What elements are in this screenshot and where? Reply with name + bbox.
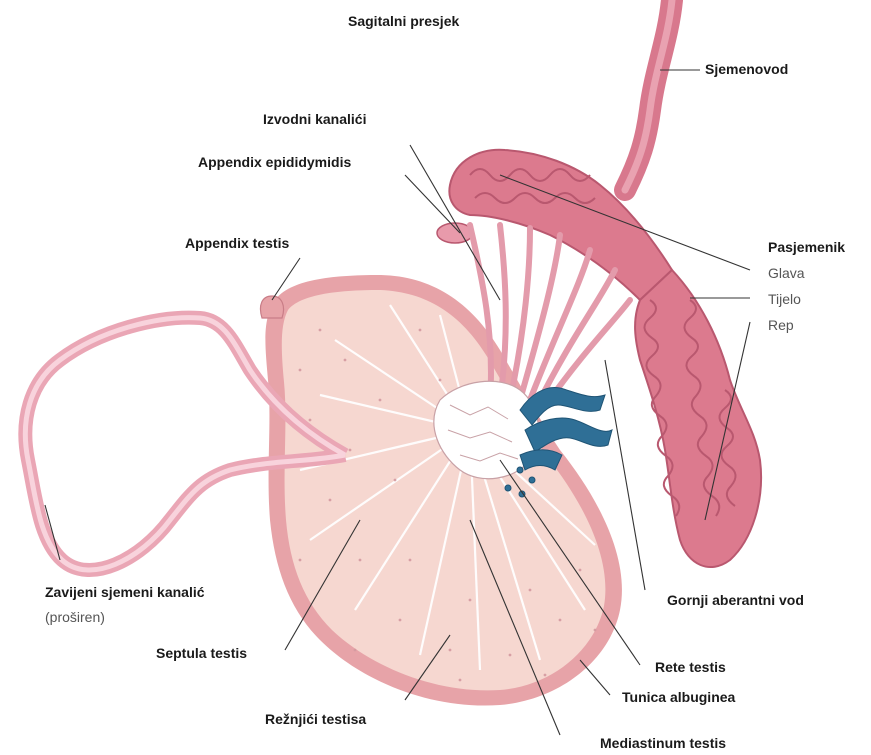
label-glava: Glava: [768, 266, 805, 280]
label-appendix-epididymidis: Appendix epididymidis: [198, 155, 351, 169]
label-sjemenovod: Sjemenovod: [705, 62, 788, 76]
testis: [260, 275, 621, 706]
label-reznjici-testisa: Režnjići testisa: [265, 712, 366, 726]
label-izvodni-kanalici: Izvodni kanalići: [263, 112, 366, 126]
diagram-title: Sagitalni presjek: [348, 14, 459, 28]
label-zavijeni-kanalic: Zavijeni sjemeni kanalić: [45, 585, 205, 599]
label-prosiren: (proširen): [45, 610, 105, 624]
label-rete-testis: Rete testis: [655, 660, 726, 674]
label-tunica-albuginea: Tunica albuginea: [622, 690, 735, 704]
label-septula-testis: Septula testis: [156, 646, 247, 660]
label-mediastinum-testis: Mediastinum testis: [600, 736, 726, 750]
label-gornji-aberantni-vod: Gornji aberantni vod: [667, 593, 804, 607]
label-pasjemenik: Pasjemenik: [768, 240, 845, 254]
label-appendix-testis: Appendix testis: [185, 236, 289, 250]
label-rep: Rep: [768, 318, 794, 332]
label-tijelo: Tijelo: [768, 292, 801, 306]
